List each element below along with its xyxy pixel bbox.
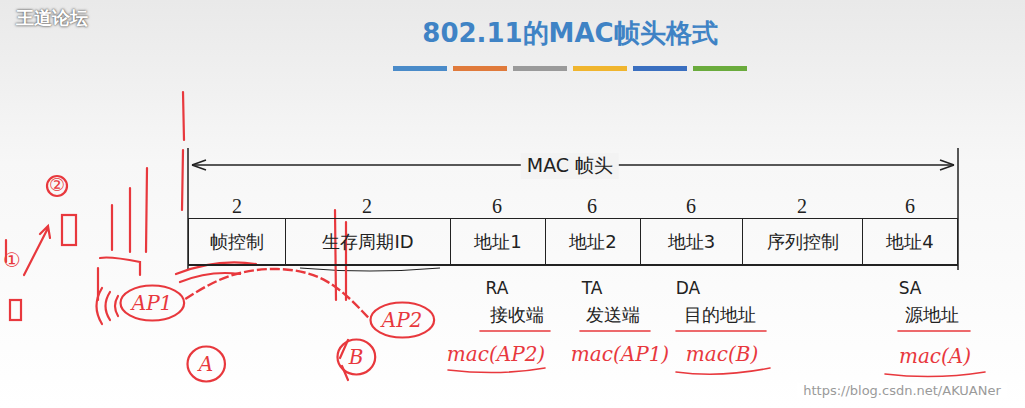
callout-number: ① (3, 248, 21, 272)
watermark-url: https://blog.csdn.net/AKUANer (797, 383, 1007, 398)
hand-sketch (6, 92, 985, 380)
title: 802.11的MAC帧头格式 (422, 16, 717, 51)
ellipse-outline (370, 303, 434, 338)
field-name: 序列控制 (767, 230, 839, 254)
field-name: 地址4 (886, 230, 933, 254)
hand-note: mac(A) (899, 344, 971, 368)
size-number: 2 (232, 195, 242, 218)
size-number: 6 (492, 195, 502, 218)
field-cell: 帧控制 (188, 218, 285, 266)
ellipse-outline (187, 347, 224, 382)
field-cell: 生存周期ID (285, 218, 450, 266)
station-circle: AP2 (369, 301, 436, 339)
color-bars (393, 66, 747, 71)
field-note: 源地址 (905, 303, 959, 327)
field-cell: 地址4 (862, 218, 958, 266)
hand-note: mac(AP2) (447, 342, 545, 366)
field-abbr: TA (582, 278, 603, 298)
field-abbr: RA (486, 278, 509, 298)
size-number: 2 (362, 195, 372, 218)
station-circle: AP1 (119, 284, 186, 322)
field-note: 目的地址 (684, 303, 756, 327)
station-name: AP2 (382, 308, 423, 332)
field-name: 地址1 (474, 230, 521, 254)
field-name: 帧控制 (210, 230, 264, 254)
field-name: 地址2 (569, 230, 616, 254)
field-note: 发送端 (586, 303, 640, 327)
field-cell: 地址2 (545, 218, 640, 266)
header-label: MAC 帧头 (521, 153, 619, 179)
size-number: 6 (905, 195, 915, 218)
station-name: AP1 (132, 291, 173, 315)
field-abbr: DA (676, 278, 700, 298)
size-number: 2 (797, 195, 807, 218)
size-number: 6 (686, 195, 696, 218)
station-circle: A (186, 345, 226, 383)
hand-note: mac(AP1) (571, 342, 669, 366)
callout-number: ② (49, 174, 65, 195)
ellipse-outline (337, 340, 375, 375)
size-number: 6 (587, 195, 597, 218)
ellipse-outline (120, 286, 184, 321)
station-name: B (349, 345, 364, 369)
field-cell: 序列控制 (742, 218, 862, 266)
wave-link (185, 269, 368, 318)
station-name: A (199, 352, 213, 376)
field-name: 地址3 (668, 230, 715, 254)
watermark-logo: 王道论坛 (16, 6, 88, 30)
hand-note: mac(B) (686, 342, 758, 366)
field-name: 生存周期ID (322, 230, 413, 254)
table-lines (188, 148, 958, 271)
station-circle: B (336, 338, 377, 376)
field-cell: 地址3 (640, 218, 742, 266)
field-note: 接收端 (490, 303, 544, 327)
field-abbr: SA (899, 278, 922, 298)
field-cell: 地址1 (450, 218, 545, 266)
